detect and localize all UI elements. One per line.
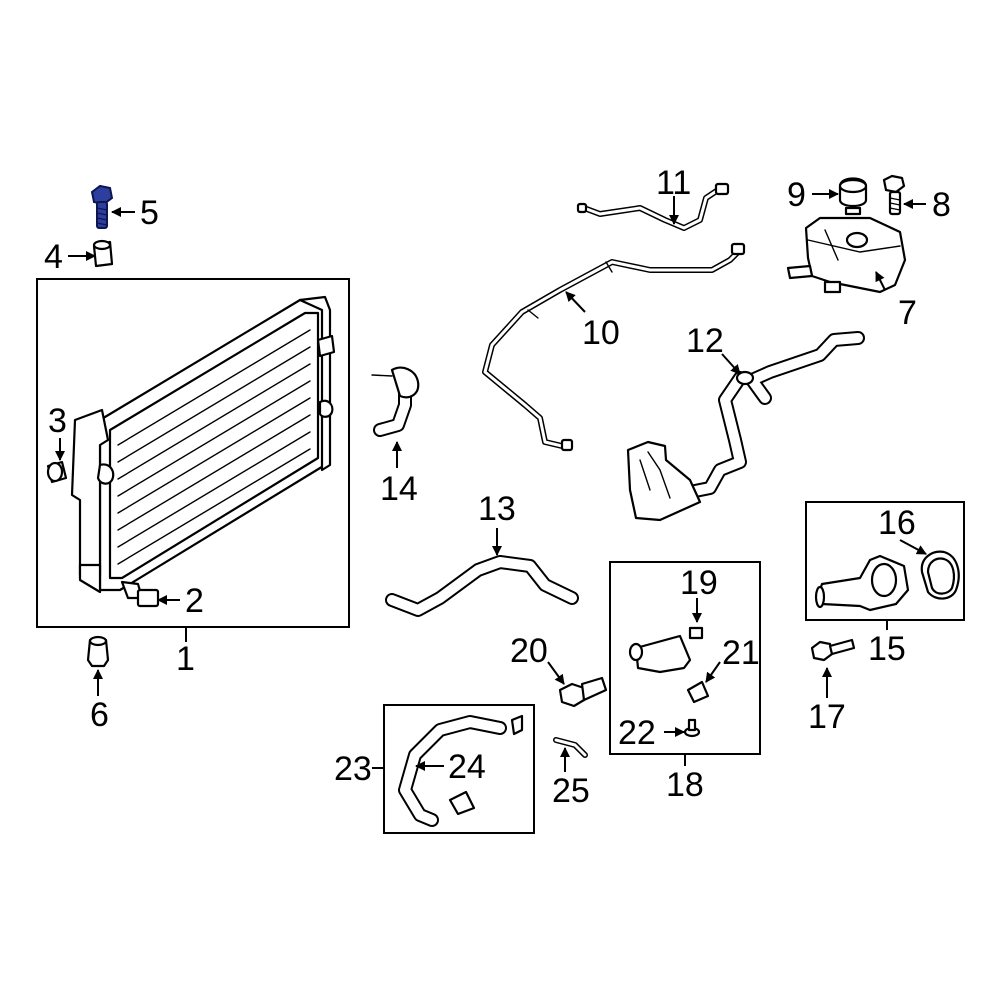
- callout-2: 2: [185, 582, 204, 620]
- heater-hose[interactable]: [626, 331, 865, 522]
- bypass-hose[interactable]: [398, 714, 524, 827]
- callout-19: 19: [680, 564, 718, 602]
- callout-16: 16: [878, 504, 916, 542]
- bypass-tube[interactable]: [553, 737, 588, 758]
- coolant-temp-sensor[interactable]: [120, 580, 160, 608]
- callout-1: 1: [176, 640, 195, 678]
- upper-radiator-hose[interactable]: [371, 366, 420, 437]
- callout-10: 10: [582, 314, 620, 352]
- thermostat-gasket[interactable]: [920, 550, 960, 600]
- valve-fastener[interactable]: [683, 718, 701, 738]
- radiator[interactable]: [70, 295, 336, 594]
- callout-labels: 1 2 3 4 5 6 7 8 9 10 11 12 13 14 15 16 1…: [44, 164, 951, 810]
- lower-radiator-hose[interactable]: [385, 555, 579, 617]
- upper-insulator[interactable]: [92, 239, 114, 268]
- overflow-tube[interactable]: [482, 242, 746, 452]
- callout-24: 24: [448, 748, 486, 786]
- callout-15: 15: [868, 630, 906, 668]
- leader-lines: [55, 189, 927, 772]
- radiator-group-box: [36, 278, 350, 628]
- vent-tube[interactable]: [576, 182, 730, 231]
- coolant-reservoir[interactable]: [786, 216, 907, 294]
- callout-23: 23: [334, 750, 372, 788]
- callout-17: 17: [808, 698, 846, 736]
- drain-plug[interactable]: [46, 460, 68, 484]
- callout-5: 5: [140, 194, 159, 232]
- thermostat-housing[interactable]: [814, 554, 910, 612]
- callout-21: 21: [722, 634, 760, 672]
- radiator-bolt[interactable]: [90, 184, 114, 229]
- callout-12: 12: [686, 322, 724, 360]
- callout-18: 18: [666, 766, 704, 804]
- callout-14: 14: [380, 470, 418, 508]
- callout-13: 13: [478, 490, 516, 528]
- valve-sensor[interactable]: [686, 680, 710, 704]
- coolant-valve[interactable]: [628, 634, 692, 674]
- thermostat-group-box: [805, 501, 965, 621]
- callout-22: 22: [618, 714, 656, 752]
- valve-bolt[interactable]: [558, 676, 608, 708]
- reservoir-bolt[interactable]: [882, 174, 906, 216]
- callout-4: 4: [44, 238, 63, 276]
- callout-6: 6: [90, 696, 109, 734]
- callout-3: 3: [48, 402, 67, 440]
- callout-7: 7: [898, 294, 917, 332]
- housing-bolt[interactable]: [810, 638, 856, 662]
- reservoir-cap[interactable]: [838, 177, 868, 216]
- lower-insulator[interactable]: [86, 635, 110, 668]
- callout-20: 20: [510, 632, 548, 670]
- callout-25: 25: [552, 772, 590, 810]
- callout-8: 8: [932, 186, 951, 224]
- valve-clip[interactable]: [688, 626, 704, 640]
- valve-group-box: [609, 561, 761, 755]
- callout-9: 9: [787, 176, 806, 214]
- callout-11: 11: [656, 164, 691, 202]
